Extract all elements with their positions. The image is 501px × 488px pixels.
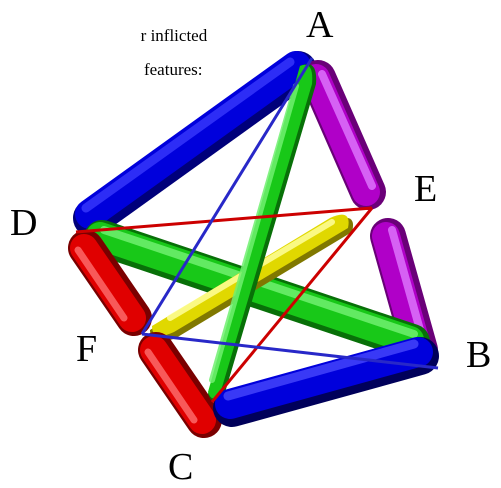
vertex-label-b: B <box>466 334 492 376</box>
rod-df-red <box>68 230 152 336</box>
line-a-f <box>140 57 314 335</box>
vertex-label-f: F <box>76 328 98 370</box>
caption-line-1: user inflicted <box>118 26 208 45</box>
line-d-e <box>75 206 373 234</box>
rod-ac-green <box>208 64 317 403</box>
vertex-label-e: E <box>414 168 438 210</box>
line-f-b <box>141 332 439 370</box>
thin-lines <box>75 57 439 403</box>
vertex-label-a: A <box>306 4 334 46</box>
rod-ae-magenta <box>300 60 386 210</box>
vertex-label-c: C <box>168 446 194 488</box>
line-e-c <box>210 207 374 403</box>
rod-da-blue <box>73 51 317 237</box>
rod-fc-red <box>138 332 222 438</box>
vertex-label-d: D <box>10 202 38 244</box>
caption-clip <box>0 0 140 100</box>
